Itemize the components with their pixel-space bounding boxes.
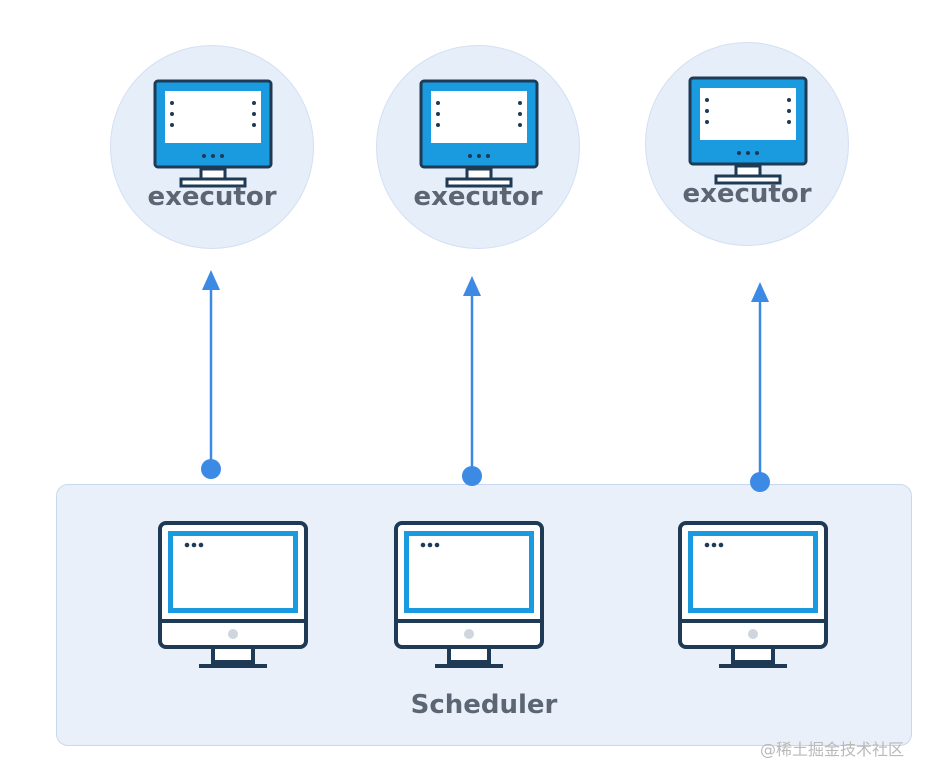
executor-node-1: executor	[110, 45, 314, 249]
executor-label: executor	[682, 179, 812, 209]
desktop-computer-icon	[158, 521, 308, 668]
arrow-to-executor-1	[201, 270, 221, 479]
arrow-to-executor-2	[462, 276, 482, 486]
desktop-computer-icon	[394, 521, 544, 668]
executor-node-3: executor	[645, 42, 849, 246]
arrow-to-executor-3	[750, 282, 770, 492]
desktop-computer-icon	[678, 521, 828, 668]
scheduler-panel: Scheduler	[56, 484, 912, 746]
scheduler-label: Scheduler	[410, 690, 558, 720]
monitor-icon	[688, 76, 808, 185]
executor-label: executor	[147, 182, 277, 212]
monitor-icon	[153, 79, 273, 188]
monitor-icon	[419, 79, 539, 188]
executor-node-2: executor	[376, 45, 580, 249]
executor-label: executor	[413, 182, 543, 212]
watermark: @稀土掘金技术社区	[760, 740, 905, 759]
